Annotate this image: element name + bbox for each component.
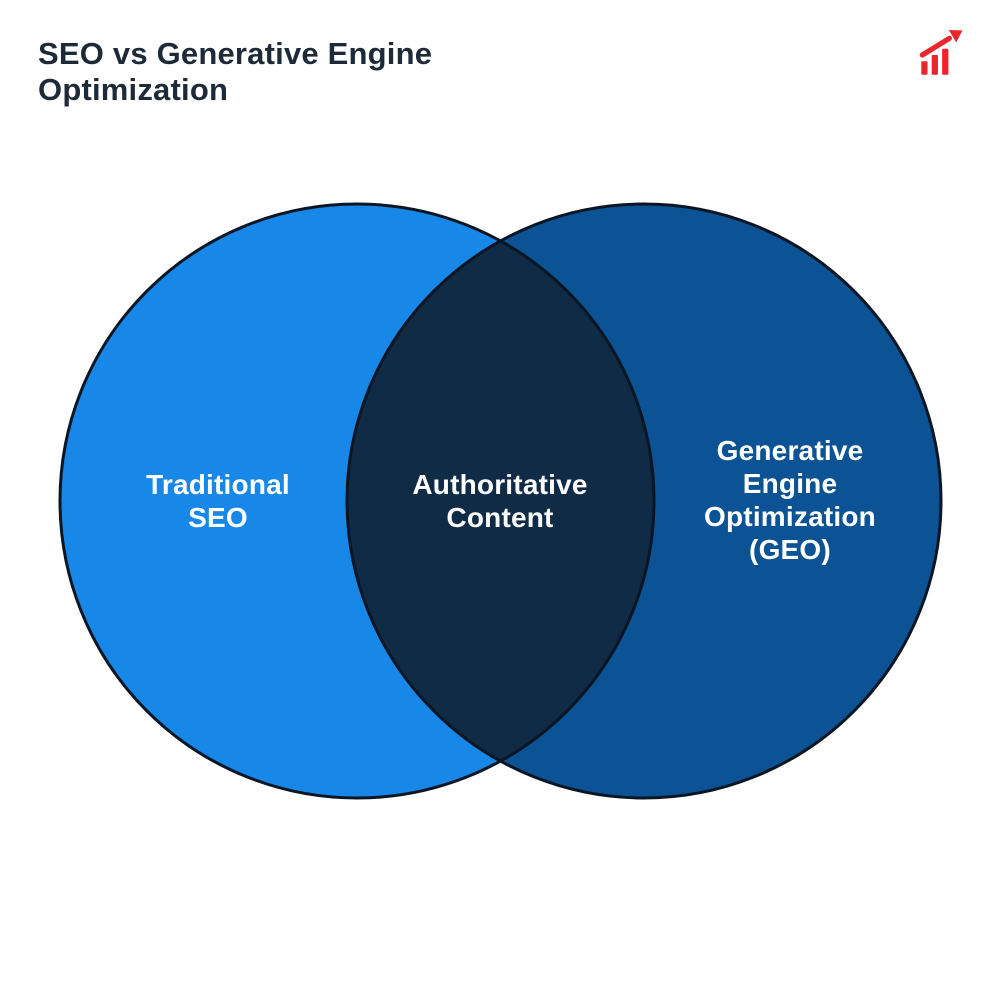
left-circle-outline [58, 202, 656, 800]
overlap-label: Authoritative Content [412, 468, 588, 533]
right-circle-label: Generative Engine Optimization (GEO) [704, 434, 876, 566]
growth-chart-arrow [919, 29, 963, 58]
page-title: SEO vs Generative Engine Optimization [38, 36, 433, 107]
growth-chart-icon [914, 29, 964, 80]
growth-chart-bars [921, 48, 949, 75]
left-circle-label: Traditional SEO [146, 468, 290, 533]
overlap-region [347, 204, 654, 798]
right-circle-outline [345, 202, 943, 800]
